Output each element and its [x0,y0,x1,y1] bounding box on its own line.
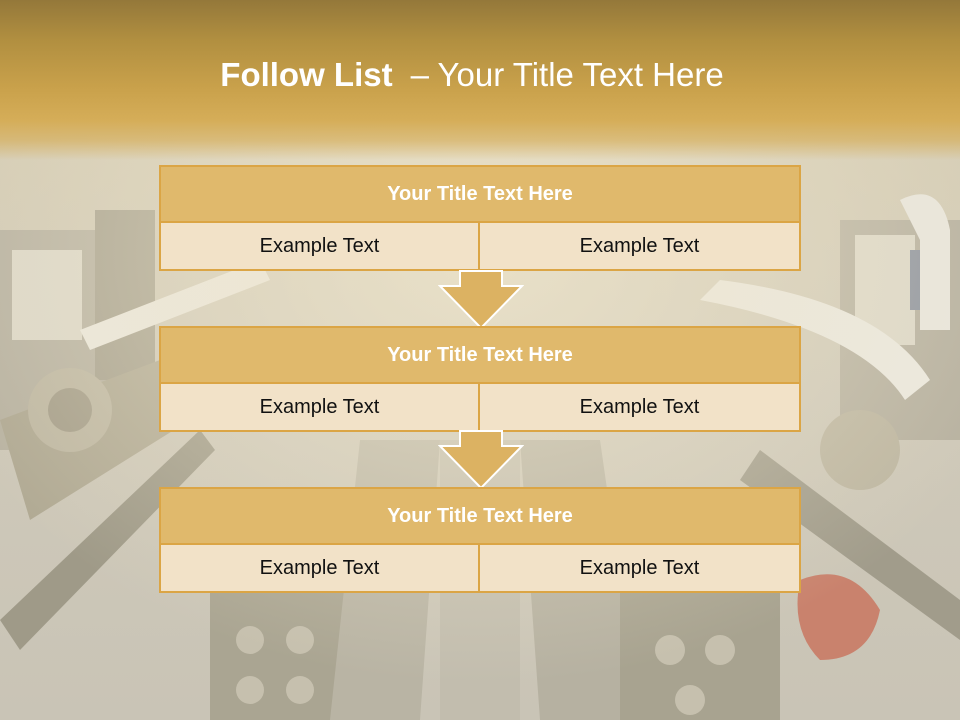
title-rest: – Your Title Text Here [410,56,724,93]
block-cell-left: Example Text [161,384,480,430]
block-title: Your Title Text Here [161,489,799,545]
title-bold: Follow List [220,56,393,93]
follow-block-2: Your Title Text Here Example Text Exampl… [159,326,801,432]
block-title: Your Title Text Here [161,328,799,384]
block-cell-left: Example Text [161,223,480,269]
header-band [0,0,960,160]
block-cell-right: Example Text [480,223,799,269]
down-arrow-icon [438,430,524,490]
follow-block-3: Your Title Text Here Example Text Exampl… [159,487,801,593]
page-title: Follow List – Your Title Text Here [0,52,944,98]
block-cell-right: Example Text [480,384,799,430]
block-cell-right: Example Text [480,545,799,591]
block-cell-left: Example Text [161,545,480,591]
down-arrow-icon [438,270,524,330]
block-title: Your Title Text Here [161,167,799,223]
follow-block-1: Your Title Text Here Example Text Exampl… [159,165,801,271]
